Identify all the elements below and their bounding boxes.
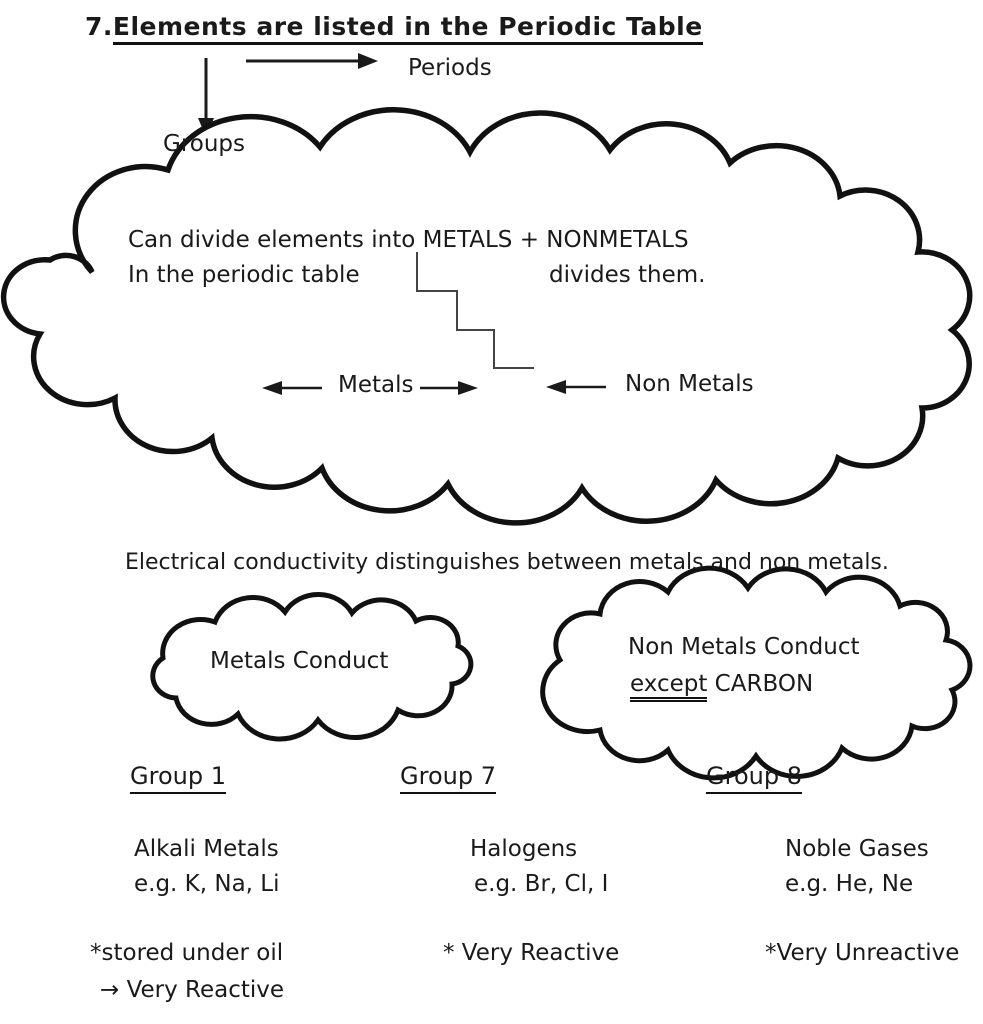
periods-arrow-icon (246, 53, 378, 69)
main-cloud-shape (0, 107, 973, 526)
nonmetals-left-arrow-icon (546, 380, 606, 394)
carbon-word: CARBON (707, 671, 814, 697)
group-8-name: Noble Gases (785, 836, 929, 862)
except-word: except (630, 671, 708, 702)
group-1-note2: → Very Reactive (100, 977, 285, 1003)
metals-label: Metals (338, 372, 414, 398)
group-7-header: Group 7 (400, 762, 496, 794)
group-1-name: Alkali Metals (134, 836, 279, 862)
nonmetals-label: Non Metals (625, 371, 754, 397)
main-cloud-line2-left: In the periodic table (128, 262, 360, 288)
group-8-header: Group 8 (706, 762, 802, 794)
group-8-note1: *Very Unreactive (765, 940, 960, 966)
group-7-name: Halogens (470, 836, 578, 862)
periods-label: Periods (408, 55, 492, 81)
nonmetals-cloud-line1: Non Metals Conduct (628, 634, 860, 660)
group-1-header-wrap: Group 1 (130, 762, 226, 794)
title-number: 7. (85, 12, 113, 41)
conductivity-sentence: Electrical conductivity distinguishes be… (125, 550, 889, 575)
metals-left-arrow-icon (262, 381, 322, 395)
main-cloud-line2-right: divides them. (549, 262, 706, 288)
group-1-note1: *stored under oil (90, 940, 284, 966)
staircase-divider-line (416, 252, 534, 369)
title-text: Elements are listed in the Periodic Tabl… (112, 12, 703, 45)
group-7-examples: e.g. Br, Cl, I (474, 871, 609, 897)
nonmetals-cloud-line2: except CARBON (630, 671, 814, 702)
page-title: 7.Elements are listed in the Periodic Ta… (85, 12, 703, 45)
metals-right-arrow-icon (420, 381, 478, 395)
group-1-header: Group 1 (130, 762, 226, 794)
metals-cloud-shape (150, 592, 474, 742)
group-7-header-wrap: Group 7 (400, 762, 496, 794)
group-8-header-wrap: Group 8 (706, 762, 802, 794)
metals-cloud-text: Metals Conduct (210, 648, 389, 674)
nonmetals-cloud-shape (540, 565, 973, 781)
group-8-examples: e.g. He, Ne (785, 871, 914, 897)
group-7-note1: * Very Reactive (443, 940, 620, 966)
main-cloud-line1: Can divide elements into METALS + NONMET… (128, 227, 689, 253)
groups-label: Groups (163, 131, 246, 157)
group-1-examples: e.g. K, Na, Li (134, 871, 280, 897)
